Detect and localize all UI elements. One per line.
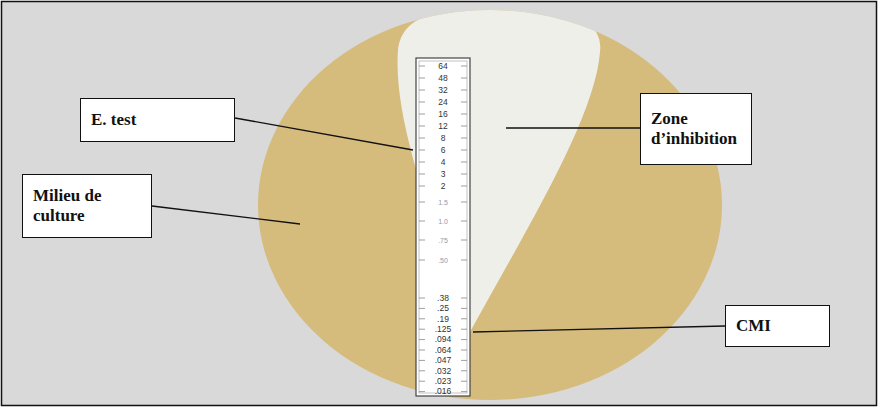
scale-tick — [461, 350, 467, 351]
scale-value: .75 — [438, 237, 448, 244]
scale-tick — [461, 298, 467, 299]
scale-tick — [461, 318, 467, 319]
scale-value: .38 — [437, 294, 449, 303]
scale-tick — [461, 114, 467, 115]
scale-value: 4 — [441, 158, 446, 167]
scale-tick — [419, 90, 425, 91]
scale-tick — [461, 202, 467, 203]
callout-box: Milieu de culture — [22, 174, 152, 238]
scale-value: 3 — [441, 170, 446, 179]
scale-tick — [419, 308, 425, 309]
scale-value: .19 — [437, 315, 449, 324]
scale-tick — [461, 174, 467, 175]
scale-tick — [461, 339, 467, 340]
scale-tick — [461, 360, 467, 361]
scale-tick — [419, 162, 425, 163]
scale-tick — [461, 138, 467, 139]
scale-tick — [419, 318, 425, 319]
scale-tick — [461, 240, 467, 241]
scale-value: 16 — [438, 110, 447, 119]
scale-value: 1.5 — [438, 199, 448, 206]
scale-tick — [461, 126, 467, 127]
scale-tick — [419, 126, 425, 127]
scale-value: .094 — [435, 335, 452, 344]
scale-tick — [419, 186, 425, 187]
etest-strip — [416, 58, 470, 396]
scale-tick — [461, 381, 467, 382]
scale-value: 12 — [438, 122, 447, 131]
callout-box: E. test — [80, 98, 235, 142]
scale-tick — [461, 370, 467, 371]
scale-value: 1.0 — [438, 218, 448, 225]
scale-value: 8 — [441, 134, 446, 143]
scale-tick — [419, 202, 425, 203]
callout-label: CMI — [736, 316, 771, 336]
scale-tick — [461, 186, 467, 187]
scale-tick — [461, 162, 467, 163]
leader-line — [152, 206, 300, 224]
scale-tick — [461, 260, 467, 261]
scale-value: .032 — [435, 367, 452, 376]
scale-tick — [419, 102, 425, 103]
scale-value: .047 — [435, 356, 452, 365]
scale-tick — [461, 308, 467, 309]
scale-tick — [419, 329, 425, 330]
leader-line — [235, 118, 413, 150]
scale-tick — [461, 102, 467, 103]
scale-tick — [419, 66, 425, 67]
scale-tick — [419, 339, 425, 340]
leader-line — [506, 127, 640, 128]
scale-value: .125 — [435, 325, 452, 334]
scale-tick — [461, 90, 467, 91]
scale-tick — [419, 350, 425, 351]
scale-tick — [419, 360, 425, 361]
scale-tick — [419, 240, 425, 241]
callout-box: CMI — [725, 305, 830, 347]
leader-line — [473, 326, 725, 332]
scale-tick — [419, 298, 425, 299]
callout-label: Milieu de culture — [33, 186, 141, 225]
scale-tick — [419, 78, 425, 79]
scale-tick — [419, 391, 425, 392]
callout-label: Zone d’inhibition — [651, 109, 741, 148]
scale-tick — [419, 260, 425, 261]
scale-tick — [419, 370, 425, 371]
scale-value: 64 — [438, 62, 447, 71]
scale-value: .50 — [438, 257, 448, 264]
scale-tick — [419, 381, 425, 382]
scale-value: .016 — [435, 387, 452, 396]
strip-inner-border — [419, 61, 467, 393]
scale-value: .25 — [437, 304, 449, 313]
scale-tick — [419, 150, 425, 151]
scale-tick — [461, 78, 467, 79]
scale-value: 6 — [441, 146, 446, 155]
scale-tick — [419, 221, 425, 222]
scale-tick — [419, 174, 425, 175]
scale-value: 32 — [438, 86, 447, 95]
scale-value: 24 — [438, 98, 447, 107]
scale-value: 2 — [441, 182, 446, 191]
scale-tick — [461, 329, 467, 330]
scale-tick — [419, 114, 425, 115]
callout-label: E. test — [91, 110, 136, 130]
scale-value: .064 — [435, 346, 452, 355]
scale-value: .023 — [435, 377, 452, 386]
scale-value: 48 — [438, 74, 447, 83]
scale-tick — [461, 221, 467, 222]
scale-tick — [461, 150, 467, 151]
scale-tick — [461, 66, 467, 67]
scale-tick — [461, 391, 467, 392]
callout-box: Zone d’inhibition — [640, 93, 752, 165]
scale-tick — [419, 138, 425, 139]
